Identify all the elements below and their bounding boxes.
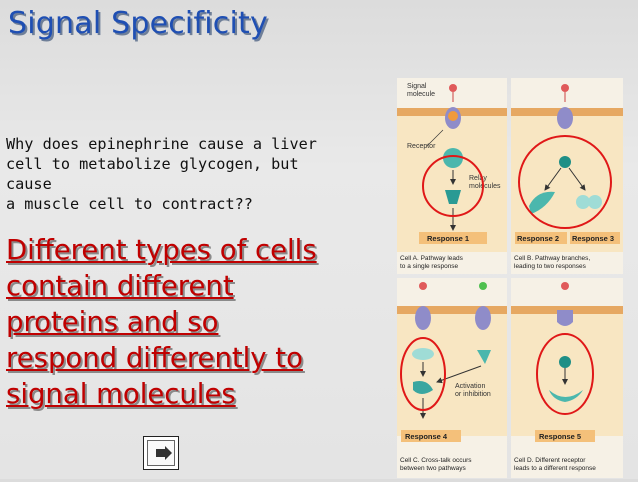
label-response-3: Response 3 xyxy=(572,234,614,243)
sound-action-button[interactable] xyxy=(143,436,179,470)
caption-cell-d-1: Cell D. Different receptor xyxy=(514,457,586,464)
answer-line: signal molecules xyxy=(6,378,236,410)
label-molecules: molecules xyxy=(469,183,501,190)
relay-molecule-icon xyxy=(445,190,461,204)
label-relay: Relay xyxy=(469,175,487,182)
answer-line: Different types of cells xyxy=(6,234,317,266)
question-text: Why does epinephrine cause a liver cell … xyxy=(6,134,394,214)
signal-molecule-icon xyxy=(479,282,487,290)
receptor-icon xyxy=(475,306,491,330)
speaker-icon xyxy=(156,446,172,460)
label-response-1: Response 1 xyxy=(427,234,469,243)
label-molecule: molecule xyxy=(407,91,435,98)
highlight-circle xyxy=(518,135,612,229)
label-response-5: Response 5 xyxy=(539,432,581,441)
signal-molecule-icon xyxy=(561,282,569,290)
caption-cell-b-2: leading to two responses xyxy=(514,263,587,270)
label-inhibition: or inhibition xyxy=(455,391,491,398)
signal-molecule-icon xyxy=(449,84,457,92)
signal-molecule-icon xyxy=(561,84,569,92)
highlight-circle xyxy=(536,333,594,415)
label-activation: Activation xyxy=(455,383,485,390)
signaling-figure: Signal molecule Receptor Relay molecules… xyxy=(397,78,623,478)
answer-line: proteins and so xyxy=(6,306,219,338)
slide-title: Signal Specificity xyxy=(8,6,268,41)
question-line: cause xyxy=(6,175,52,193)
caption-cell-a-1: Cell A. Pathway leads xyxy=(400,255,464,262)
label-response-2: Response 2 xyxy=(517,234,559,243)
answer-text: Different types of cells contain differe… xyxy=(6,232,394,412)
highlight-circle xyxy=(400,337,446,411)
response-protein-icon xyxy=(549,390,583,402)
receptor-icon xyxy=(557,107,573,129)
caption-cell-b-1: Cell B. Pathway branches, xyxy=(514,255,590,262)
caption-cell-c-1: Cell C. Cross-talk occurs xyxy=(400,457,472,464)
caption-cell-a-2: to a single response xyxy=(400,263,459,270)
receptor-icon xyxy=(557,310,573,326)
highlight-circle xyxy=(422,155,484,217)
label-signal: Signal xyxy=(407,83,427,90)
answer-line: respond differently to xyxy=(6,342,303,374)
label-receptor: Receptor xyxy=(407,143,436,150)
panel-cell-b: Response 2 Response 3 Cell B. Pathway br… xyxy=(511,78,623,274)
relay-molecule-icon xyxy=(559,156,571,168)
caption-cell-d-2: leads to a different response xyxy=(514,465,596,472)
response-protein-icon xyxy=(529,191,555,214)
caption-cell-c-2: between two pathways xyxy=(400,465,467,472)
relay-molecule-icon xyxy=(559,356,571,368)
answer-line: contain different xyxy=(6,270,234,302)
question-line: cell to metabolize glycogen, but xyxy=(6,155,299,173)
relay-molecule-icon xyxy=(412,348,434,360)
receptor-icon xyxy=(415,306,431,330)
signal-molecule-icon xyxy=(419,282,427,290)
question-line: a muscle cell to contract?? xyxy=(6,195,253,213)
panel-cell-c: Activation or inhibition Response 4 Cell… xyxy=(397,278,507,478)
label-response-4: Response 4 xyxy=(405,432,448,441)
panel-cell-d: Response 5 Cell D. Different receptor le… xyxy=(511,278,623,478)
relay-molecule-icon xyxy=(443,148,463,168)
panel-cell-a: Signal molecule Receptor Relay molecules… xyxy=(397,78,507,274)
question-line: Why does epinephrine cause a liver xyxy=(6,135,317,153)
